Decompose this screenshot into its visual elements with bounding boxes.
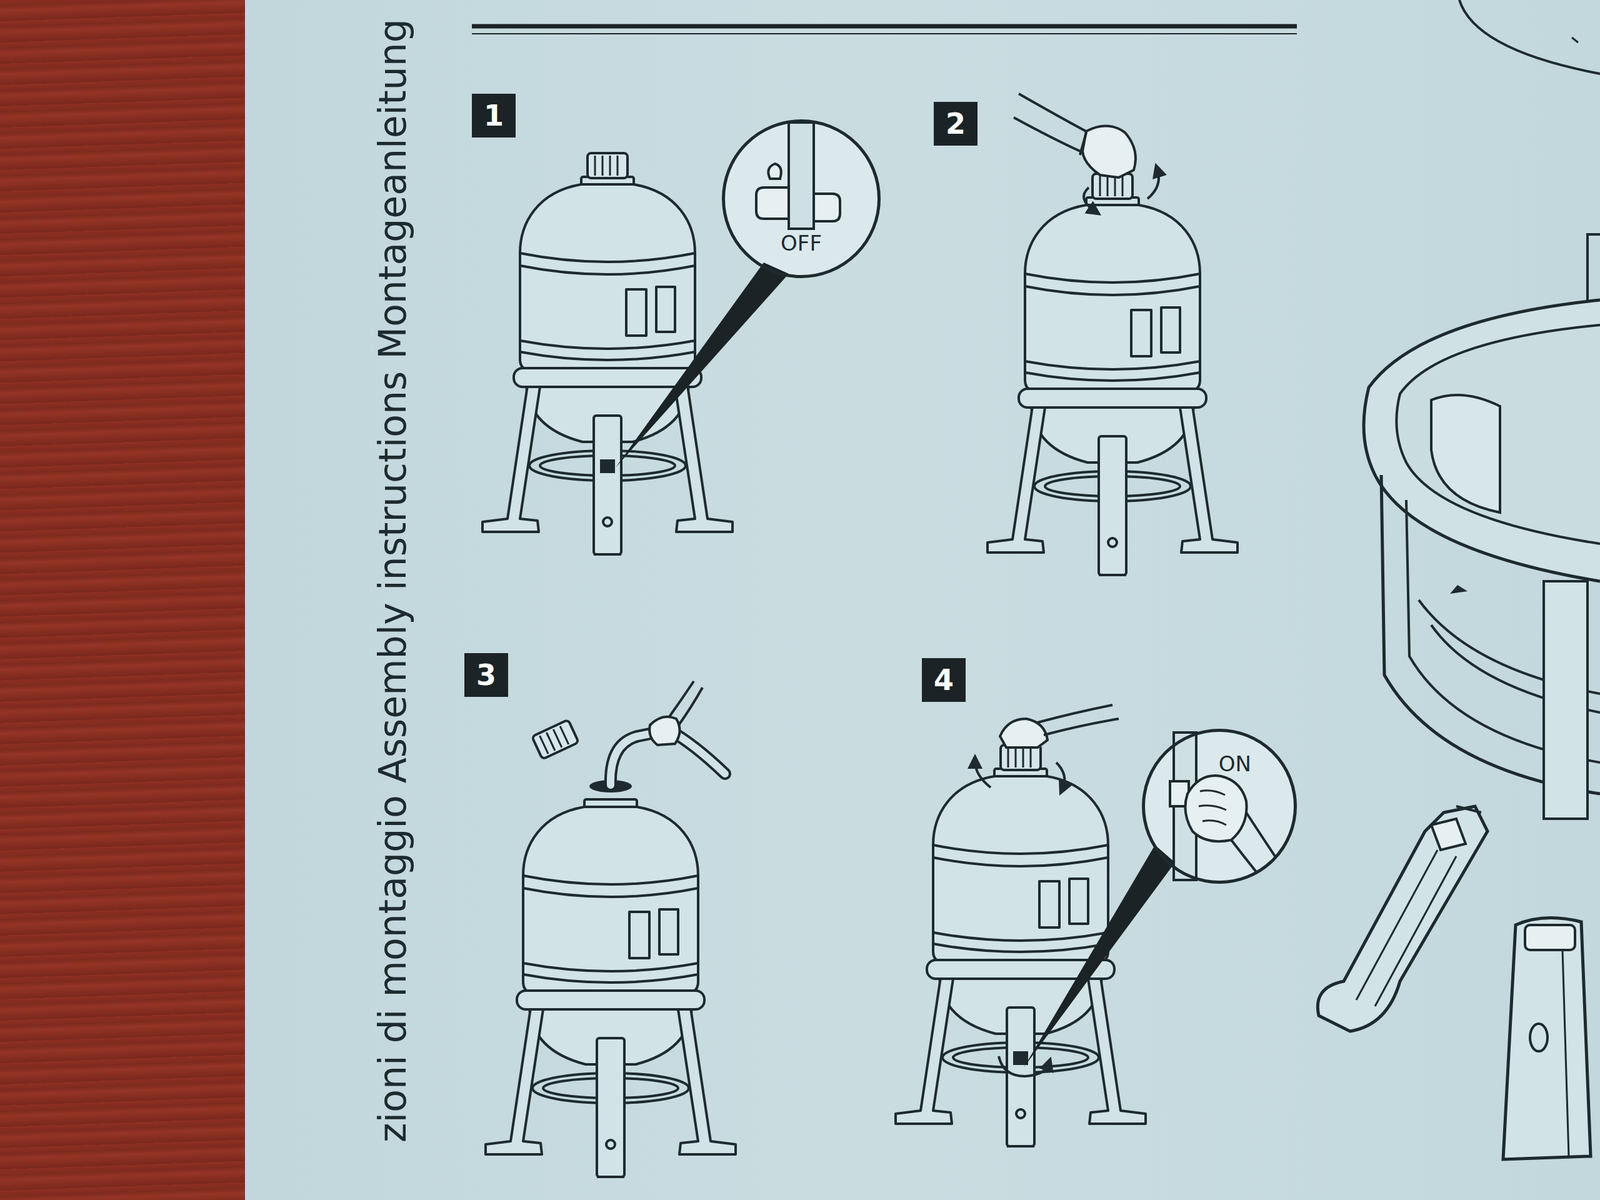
line-art (1363, 300, 1600, 582)
line-art (1013, 93, 1091, 154)
line-art (768, 163, 781, 179)
line-art (587, 153, 628, 179)
line-art (471, 24, 1297, 29)
line-art (668, 681, 703, 725)
line-art (1198, 790, 1227, 825)
line-art (1147, 170, 1159, 199)
step-number: 1 (483, 98, 504, 133)
line-art (895, 768, 1146, 1147)
line-art (615, 262, 789, 468)
line-art (1023, 845, 1175, 1068)
line-art (1525, 925, 1575, 950)
line-art (1037, 705, 1119, 735)
step-number-box: 1 (471, 93, 516, 138)
line-art (600, 459, 615, 474)
step-number-box: 4 (921, 658, 966, 702)
line-art (756, 187, 840, 222)
line-art (1317, 806, 1488, 1032)
line-art (788, 122, 814, 229)
line-art (1503, 918, 1591, 1160)
line-art (1080, 132, 1087, 155)
vertical-title: zioni di montaggio Assembly instructions… (370, 18, 415, 1143)
line-art (1231, 812, 1275, 872)
wood-table (0, 0, 245, 1200)
line-art (1530, 1023, 1548, 1052)
line-art (1459, 0, 1600, 74)
line-art (1056, 762, 1065, 789)
line-art (975, 761, 991, 788)
callout-label: ON (1218, 751, 1252, 777)
line-art (1000, 718, 1048, 748)
line-art (471, 33, 1297, 35)
line-art (1185, 775, 1247, 842)
line-art (723, 120, 880, 277)
line-art (531, 719, 579, 759)
step-number: 2 (945, 106, 966, 141)
line-art (1082, 125, 1136, 178)
line-art (1571, 37, 1579, 43)
line-art (1562, 950, 1569, 1157)
line-art (1543, 581, 1588, 819)
line-art (1356, 850, 1457, 1007)
line-art (1013, 1051, 1029, 1065)
line-art (1396, 325, 1600, 544)
step-number: 3 (476, 658, 497, 692)
step-number-box: 3 (464, 653, 509, 697)
callout-circle: OFF (721, 119, 881, 279)
line-art (1431, 395, 1500, 513)
line-art (987, 197, 1238, 575)
line-art (998, 1056, 1049, 1077)
step-number: 4 (933, 663, 954, 697)
step-number-box: 2 (933, 101, 978, 146)
callout-circle: ON (1141, 728, 1297, 884)
line-art (485, 799, 736, 1177)
line-art (1083, 187, 1095, 212)
line-art (1450, 585, 1468, 594)
line-art (1431, 806, 1482, 850)
callout-label: OFF (780, 230, 822, 256)
line-art (649, 716, 680, 745)
paper-sheet (245, 0, 1600, 1200)
